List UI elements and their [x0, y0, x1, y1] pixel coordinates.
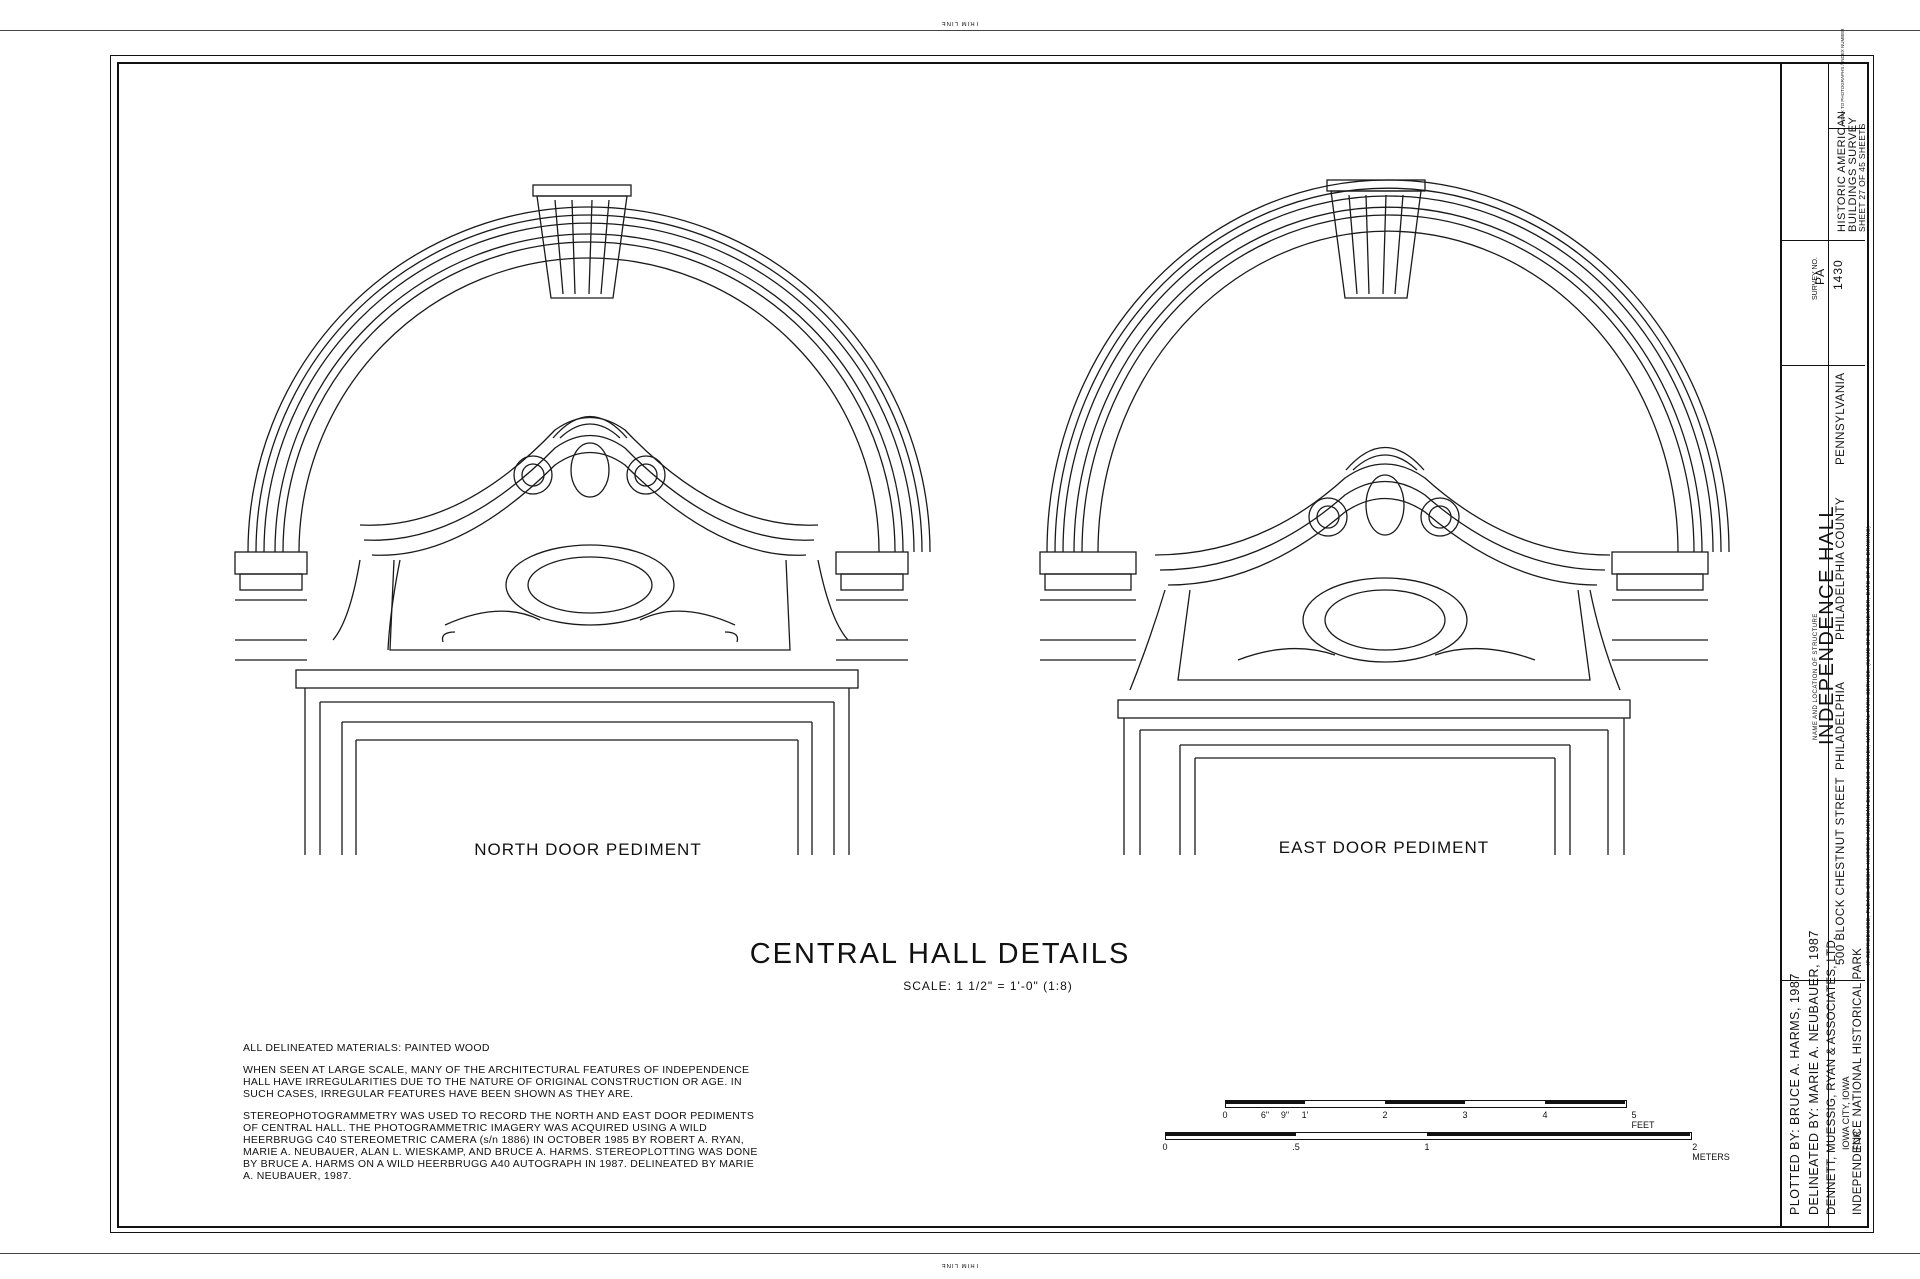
trim-line-bottom: [0, 1253, 1920, 1254]
scale-bar-feet-segment: [1385, 1100, 1465, 1104]
credit-plotted-by: PLOTTED BY: BRUCE A. HARMS, 1987: [1788, 973, 1802, 1215]
county-name: PHILADELPHIA COUNTY: [1835, 496, 1847, 640]
north-door-label: NORTH DOOR PEDIMENT: [474, 840, 702, 859]
sheet-of: SHEET 27 OF 45 SHEETS: [1857, 123, 1867, 232]
sheet-title: CENTRAL HALL DETAILS: [749, 938, 1131, 970]
feet-tick: 5 FEET: [1631, 1110, 1655, 1130]
meters-tick: .5: [1292, 1142, 1300, 1152]
feet-tick: 4: [1542, 1110, 1548, 1120]
sheet-scale: SCALE: 1 1/2" = 1'-0" (1:8): [903, 979, 1073, 993]
index-caption: INDEX TO PHOTOGRAPHS / INDEX NUMBER: [1840, 28, 1845, 124]
trim-line-top: [0, 30, 1920, 31]
feet-tick: 6": [1260, 1110, 1270, 1120]
scale-bar-feet: 0 6" 9" 1' 2 3 4 5 FEET: [1222, 1100, 1655, 1130]
credit-firm: DENNETT, MUESSIG, RYAN & ASSOCIATES, LTD…: [1826, 936, 1838, 1215]
credit-city: IOWA CITY, IOWA: [1841, 1076, 1851, 1150]
feet-tick: 9": [1280, 1110, 1290, 1120]
scale-bar-feet-segment: [1225, 1100, 1305, 1104]
state-name: PENNSYLVANIA: [1835, 372, 1847, 466]
survey-box-divider: [1780, 365, 1865, 366]
title-block: [1780, 62, 1867, 1226]
general-notes: ALL DELINEATED MATERIALS: PAINTED WOOD W…: [243, 1042, 763, 1192]
city-name: PHILADELPHIA: [1835, 681, 1847, 770]
feet-tick: 3: [1462, 1110, 1468, 1120]
location-box-divider: [1780, 980, 1865, 981]
east-door-drawing: [1039, 179, 1730, 855]
survey-state: PA: [1813, 267, 1827, 285]
feet-tick: 1': [1301, 1110, 1309, 1120]
credit-park: INDEPENDENCE NATIONAL HISTORICAL PARK: [1852, 947, 1864, 1215]
sheet-border-outer: [110, 55, 1874, 1233]
north-door-drawing: [234, 184, 931, 855]
note-irregularities: WHEN SEEN AT LARGE SCALE, MANY OF THE AR…: [243, 1064, 750, 1100]
title-block-divider: [1828, 62, 1829, 1226]
index-box-divider: [1828, 128, 1865, 129]
note-materials: ALL DELINEATED MATERIALS: PAINTED WOOD: [243, 1042, 490, 1054]
note-method: STEREOPHOTOGRAMMETRY WAS USED TO RECORD …: [243, 1110, 758, 1182]
meters-tick: 1: [1424, 1142, 1430, 1152]
scale-bar-meters-segment: [1165, 1132, 1296, 1136]
feet-tick: 2: [1382, 1110, 1388, 1120]
meters-tick: 0: [1162, 1142, 1168, 1152]
survey-number: 1430: [1831, 259, 1845, 290]
feet-tick: 0: [1222, 1110, 1228, 1120]
street-address: 500 BLOCK CHESTNUT STREET: [1835, 776, 1847, 965]
habs-box-divider: [1780, 240, 1865, 241]
scale-bar-meters: 0 .5 1 2 METERS: [1162, 1132, 1730, 1162]
meters-tick: 2 METERS: [1692, 1142, 1730, 1162]
east-door-label: EAST DOOR PEDIMENT: [1278, 838, 1490, 857]
scale-bar-feet-segment: [1545, 1100, 1625, 1104]
sheet-border-inner: [117, 62, 1869, 1228]
scale-bar-meters-segment: [1427, 1132, 1690, 1136]
credit-delineated-by: DELINEATED BY: MARIE A. NEUBAUER, 1987: [1807, 930, 1821, 1215]
credit-note: IF REPRODUCED, PLEASE CREDIT: HISTORIC A…: [1866, 525, 1872, 965]
